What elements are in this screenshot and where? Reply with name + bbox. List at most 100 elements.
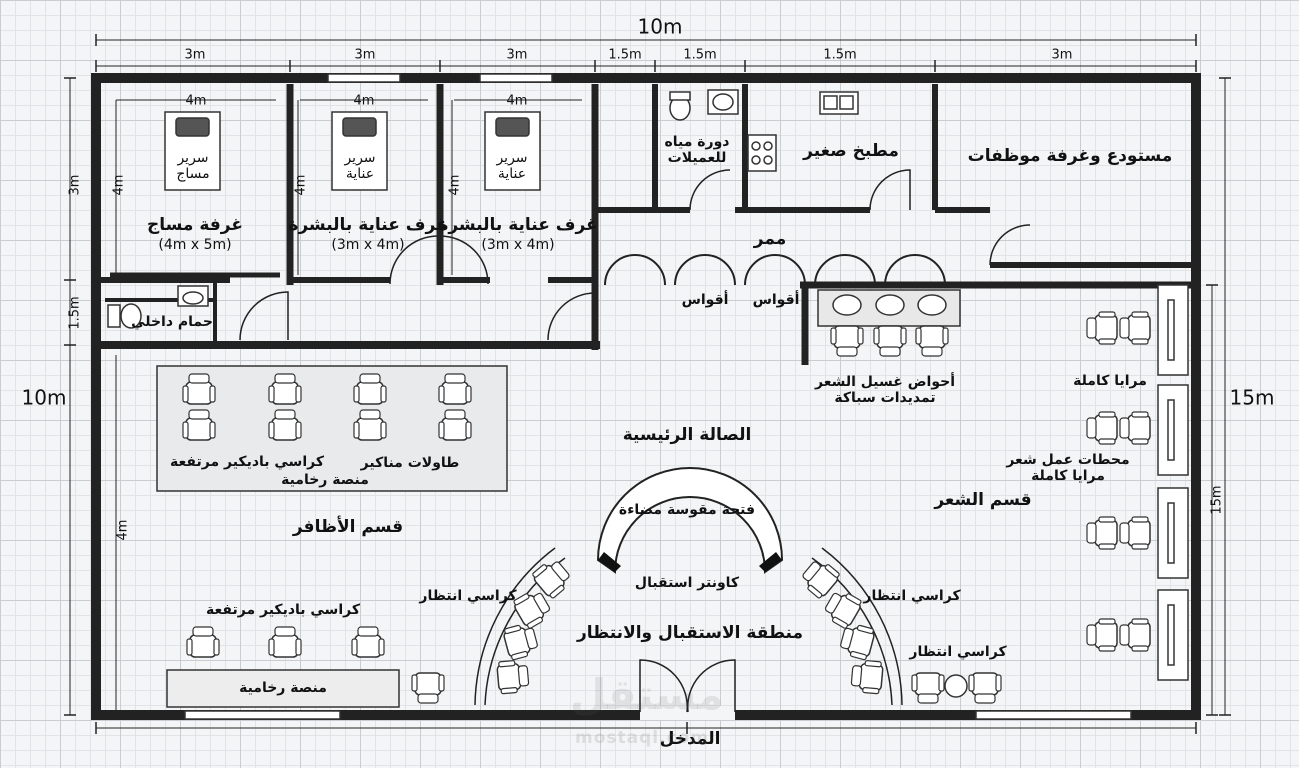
- overall-height-left-label: 10m: [21, 385, 67, 410]
- waiting-chair-left: [513, 592, 551, 629]
- hair-station-chair: [1119, 411, 1151, 445]
- mirrors-label: مرايا كاملة: [1073, 372, 1147, 389]
- left-dim-top: 3m: [67, 174, 83, 196]
- massage-room-size: (4m x 5m): [158, 236, 232, 253]
- waiting-left-label: كراسي انتظار: [419, 587, 517, 604]
- watermark-logo: مستقل: [570, 670, 724, 719]
- waiting-chair-bottom: [968, 672, 1002, 704]
- top-dim-7: 3m: [1051, 47, 1073, 63]
- waiting-chair-bottom: [911, 672, 945, 704]
- hair-client-chair: [1086, 411, 1118, 445]
- arches: [604, 254, 946, 286]
- waiting-chair-left: [503, 624, 538, 661]
- chairs-layer: [182, 311, 1151, 704]
- reception-area-label: منطقة الاستقبال والانتظار: [577, 623, 803, 644]
- side-table: [944, 674, 968, 698]
- manicure-chair: [268, 373, 302, 405]
- massage-room-name: غرفة مساج: [146, 215, 244, 236]
- massage-bed-label: سرير مساج: [176, 149, 210, 182]
- overall-height-right-label: 15m: [1229, 385, 1275, 410]
- reception-counter-label: كاونتر استقبال: [634, 574, 740, 591]
- manicure-chair: [438, 373, 472, 405]
- skincare1-room-name: غرف عناية بالبشرة: [288, 215, 448, 236]
- storage-label: مستودع وغرفة موظفات: [967, 146, 1173, 167]
- manicure-chair: [353, 373, 387, 405]
- pedicure-chair-bottom: [268, 626, 302, 658]
- waiting-chair-right: [824, 592, 862, 629]
- waiting-chair-left: [532, 561, 570, 599]
- skincare1-bed-label: سرير عناية: [344, 149, 376, 182]
- waiting-chair-single: [411, 672, 445, 704]
- pedicure-chair: [268, 409, 302, 441]
- waiting-chair-right: [850, 660, 884, 695]
- top-dim-4: 1.5m: [608, 47, 642, 63]
- hair-client-chair: [1086, 618, 1118, 652]
- hair-station-chair: [1119, 516, 1151, 550]
- hair-client-chair: [1086, 516, 1118, 550]
- arches-label-2: أقواس: [752, 291, 800, 308]
- arches-label-1: أقواس: [681, 291, 729, 308]
- windows: [184, 73, 1132, 720]
- top-dim-2: 3m: [354, 47, 376, 63]
- pedicure-chair: [438, 409, 472, 441]
- kitchen-label: مطبخ صغير: [803, 141, 899, 162]
- entrance-gap: [640, 706, 735, 720]
- entrance-label: المدخل: [659, 729, 721, 750]
- hair-mirrors: [1157, 284, 1189, 681]
- arch-opening-label: فتحة مقوسة مضاءة: [618, 501, 756, 518]
- dimension-lines: [69, 39, 1226, 729]
- hair-station-chair: [1119, 311, 1151, 345]
- top-dim-1: 3m: [184, 47, 206, 63]
- left-dim-middle: 1.5m: [67, 296, 83, 330]
- reception-counter: [596, 467, 784, 574]
- skincare1-depth-label: 4m: [293, 174, 309, 196]
- marble-platform-bottom: [166, 669, 400, 708]
- top-dim-6: 1.5m: [823, 47, 857, 63]
- skincare2-depth-label: 4m: [447, 174, 463, 196]
- hair-stations-label: محطات عمل شعر مرايا كاملة: [1006, 451, 1130, 484]
- nails-inner-dim: 4m: [115, 519, 131, 541]
- bathroom-label: حمام داخلي: [131, 313, 213, 330]
- skincare2-room-size: (3m x 4m): [481, 236, 555, 253]
- waiting-right-label: كراسي انتظار: [863, 587, 961, 604]
- skincare1-width-label: 4m: [353, 93, 375, 109]
- hair-section-depth-label: 15m: [1209, 485, 1225, 515]
- pedicure-chair-bottom: [186, 626, 220, 658]
- skincare2-bed-label: سرير عناية: [496, 149, 528, 182]
- top-dim-3: 3m: [506, 47, 528, 63]
- hair-section-label: قسم الشعر: [934, 490, 1032, 511]
- clients-wc-label: دورة مياه للعميلات: [664, 133, 730, 166]
- waiting-bottom-label: كراسي انتظار: [909, 643, 1007, 660]
- pedicure-chairs-top-label: كراسي باديكير مرتفعة: [170, 453, 324, 470]
- hair-wash-chair: [873, 325, 907, 357]
- skincare2-room-name: غرف عناية بالبشرة: [438, 215, 598, 236]
- hair-wash-chair: [915, 325, 949, 357]
- waiting-chair-left: [496, 660, 530, 695]
- massage-width-label: 4m: [185, 93, 207, 109]
- overall-width-label: 10m: [637, 14, 683, 39]
- pedicure-chairs-bottom-label: كراسي باديكير مرتفعة: [206, 601, 360, 618]
- waiting-chair-right: [802, 561, 840, 599]
- nails-section-label: قسم الأظافر: [292, 517, 404, 538]
- pedicure-chair: [182, 409, 216, 441]
- top-dim-5: 1.5m: [683, 47, 717, 63]
- pedicure-chair: [353, 409, 387, 441]
- marble-platform-top-label: منصة رخامية: [281, 471, 369, 488]
- waiting-chair-right: [840, 624, 875, 661]
- hair-client-chair: [1086, 311, 1118, 345]
- hair-station-chair: [1119, 618, 1151, 652]
- corridor-label: ممر: [753, 229, 787, 250]
- beds: [164, 111, 541, 191]
- fixtures: [107, 89, 961, 329]
- hair-wash-chair: [830, 325, 864, 357]
- main-hall-label: الصالة الرئيسية: [622, 425, 752, 446]
- skincare2-width-label: 4m: [506, 93, 528, 109]
- hair-wash-label: أحواض غسيل الشعر تمديدات سباكة: [815, 373, 955, 406]
- dimension-ticks: [64, 34, 1231, 734]
- manicure-tables-label: طاولات مناكير: [360, 454, 460, 471]
- massage-depth-label: 4m: [111, 174, 127, 196]
- door-arcs: [239, 169, 1031, 341]
- entrance-doors: [639, 659, 736, 713]
- marble-platform-bottom-label: منصة رخامية: [239, 679, 327, 696]
